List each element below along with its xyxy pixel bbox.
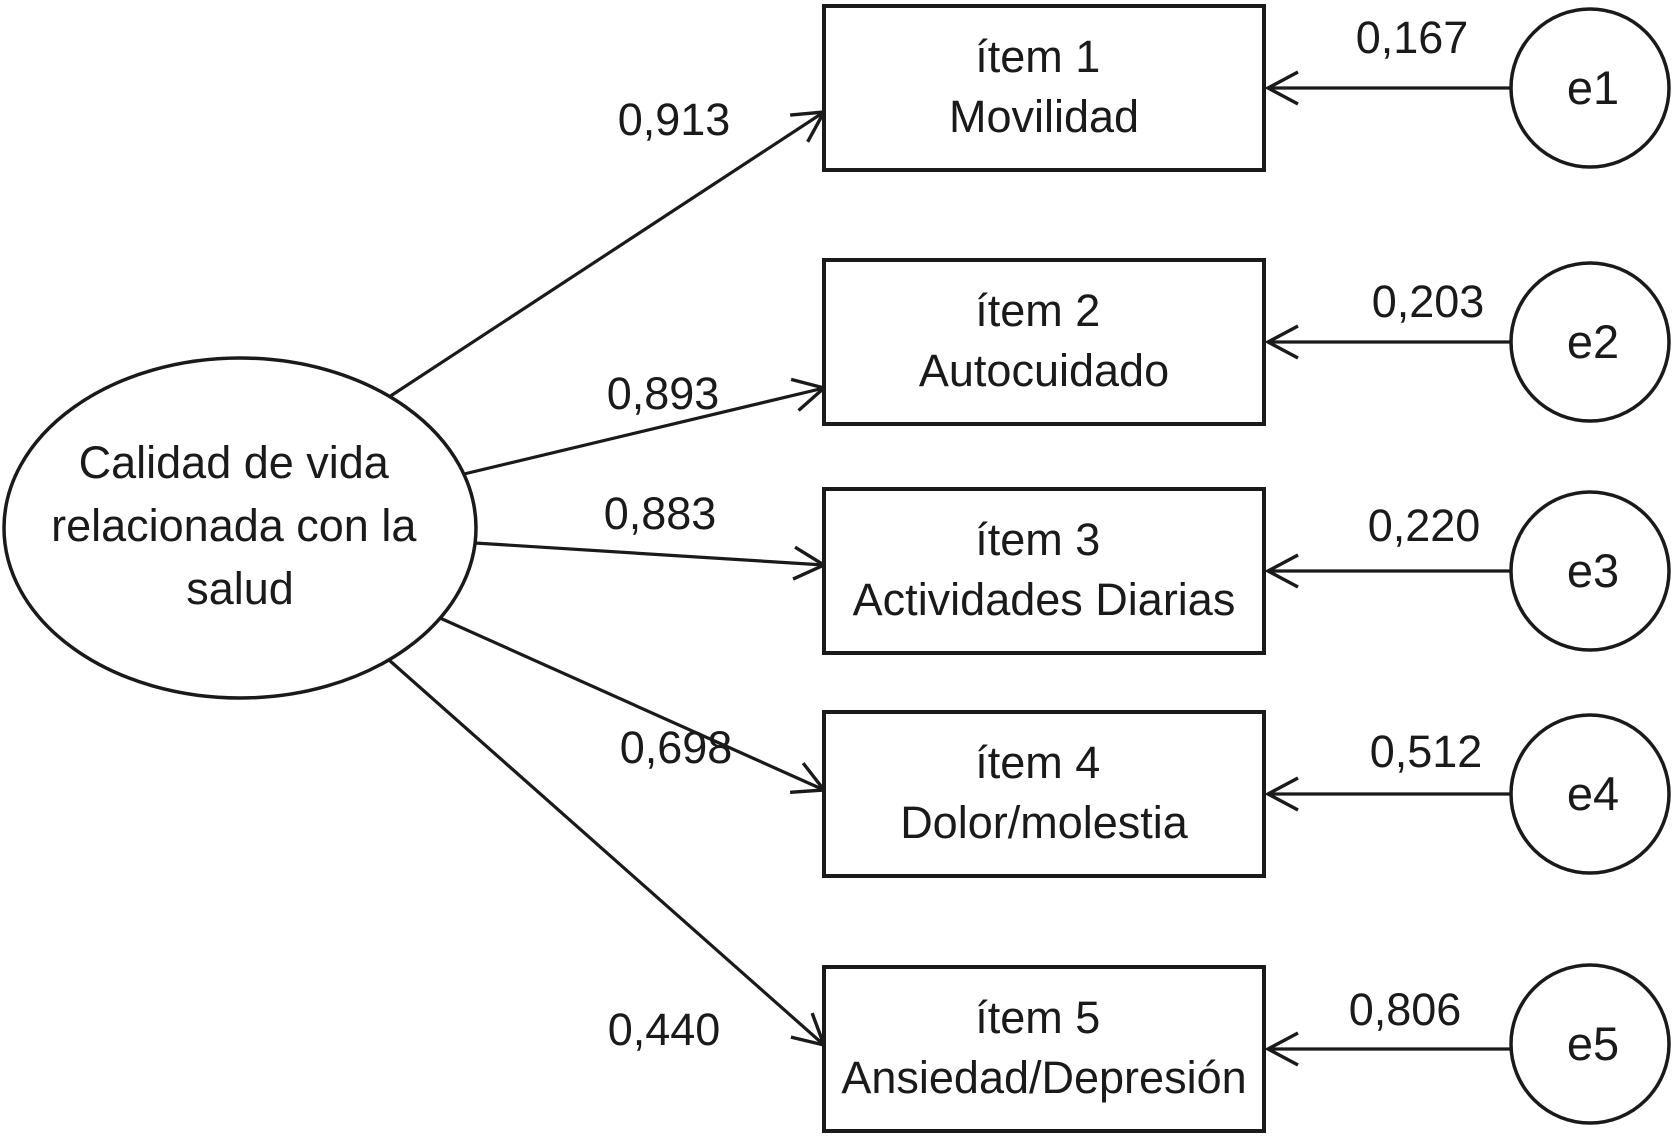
item2-box bbox=[822, 258, 1266, 426]
loading-arrow-item1 bbox=[388, 110, 828, 399]
loading-value-item5: 0,440 bbox=[608, 1004, 721, 1055]
e5-label: e5 bbox=[1567, 1017, 1619, 1070]
item5-node: ítem 5 Ansiedad/Depresión bbox=[822, 965, 1266, 1133]
loading-value-labels: 0,913 0,893 0,883 0,698 0,440 bbox=[604, 94, 733, 1055]
error-node-e4: e4 bbox=[1509, 713, 1671, 875]
loading-arrow-item3 bbox=[474, 541, 828, 581]
item1-label: ítem 1 Movilidad bbox=[949, 31, 1139, 142]
loading-arrow-item5 bbox=[387, 658, 827, 1048]
item4-node: ítem 4 Dolor/molestia bbox=[822, 710, 1266, 878]
error-value-e3: 0,220 bbox=[1368, 500, 1481, 551]
loading-value-item2: 0,893 bbox=[607, 368, 720, 419]
error-node-e1: e1 bbox=[1509, 7, 1671, 169]
item2-label: ítem 2 Autocuidado bbox=[919, 285, 1169, 396]
error-arrows bbox=[1264, 70, 1511, 1067]
e4-label: e4 bbox=[1567, 767, 1619, 820]
error-value-e1: 0,167 bbox=[1356, 12, 1469, 63]
e2-circle bbox=[1509, 261, 1671, 423]
e4-circle bbox=[1509, 713, 1671, 875]
item1-box bbox=[822, 4, 1266, 172]
error-value-e5: 0,806 bbox=[1349, 984, 1462, 1035]
item3-label: ítem 3 Actividades Diarias bbox=[853, 514, 1236, 625]
item1-node: ítem 1 Movilidad bbox=[822, 4, 1266, 172]
error-node-e5: e5 bbox=[1509, 963, 1671, 1125]
error-value-e2: 0,203 bbox=[1372, 276, 1485, 327]
error-value-e4: 0,512 bbox=[1370, 726, 1483, 777]
item4-box bbox=[822, 710, 1266, 878]
item3-node: ítem 3 Actividades Diarias bbox=[822, 487, 1266, 655]
e3-circle bbox=[1509, 490, 1671, 652]
e3-label: e3 bbox=[1567, 544, 1619, 597]
item3-box bbox=[822, 487, 1266, 655]
error-node-e2: e2 bbox=[1509, 261, 1671, 423]
latent-label: Calidad de vida relacionada con la salud bbox=[51, 437, 429, 614]
item2-node: ítem 2 Autocuidado bbox=[822, 258, 1266, 426]
e1-label: e1 bbox=[1567, 61, 1619, 114]
error-node-e3: e3 bbox=[1509, 490, 1671, 652]
e1-circle bbox=[1509, 7, 1671, 169]
latent-ellipse bbox=[2, 356, 478, 700]
loading-value-item3: 0,883 bbox=[604, 488, 717, 539]
loading-value-item4: 0,698 bbox=[620, 722, 733, 773]
latent-variable-node: Calidad de vida relacionada con la salud bbox=[2, 356, 478, 700]
item5-label: ítem 5 Ansiedad/Depresión bbox=[841, 992, 1246, 1103]
e5-circle bbox=[1509, 963, 1671, 1125]
e2-label: e2 bbox=[1567, 315, 1619, 368]
error-value-labels: 0,167 0,203 0,220 0,512 0,806 bbox=[1349, 12, 1485, 1035]
loading-arrows bbox=[387, 110, 828, 1048]
loading-arrow-item4 bbox=[439, 616, 828, 795]
item4-label: ítem 4 Dolor/molestia bbox=[900, 737, 1189, 848]
loading-arrow-item2 bbox=[463, 377, 828, 476]
item5-box bbox=[822, 965, 1266, 1133]
loading-value-item1: 0,913 bbox=[618, 94, 731, 145]
